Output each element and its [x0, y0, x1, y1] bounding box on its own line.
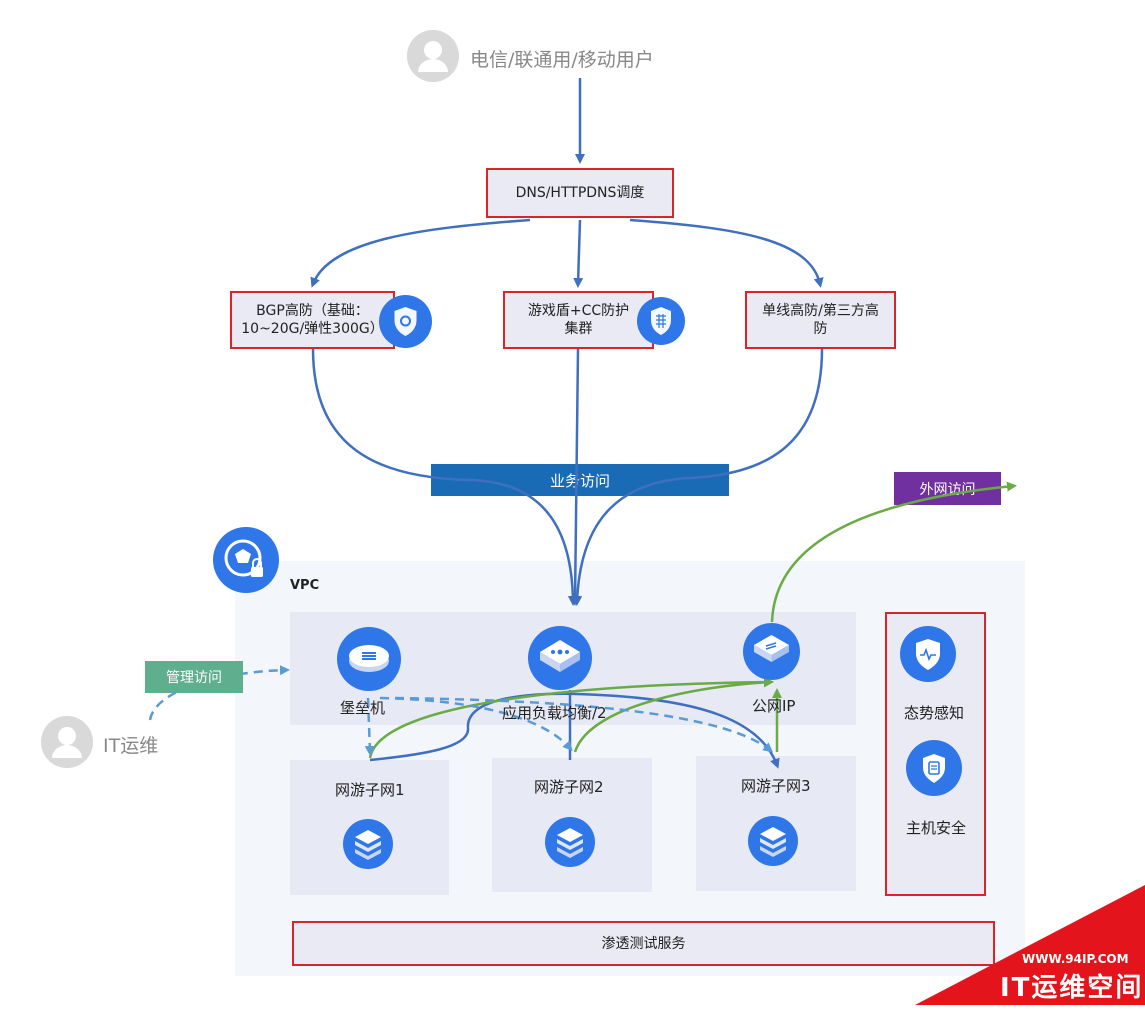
watermark-url: WWW.94IP.COM: [1022, 952, 1129, 966]
watermark-name: IT运维空间: [1000, 973, 1144, 1003]
top-user-label: 电信/联通用/移动用户: [470, 49, 654, 71]
vpc-icon: [213, 527, 279, 593]
it-ops-avatar-icon: [41, 716, 93, 768]
subnet-1-label: 网游子网1: [335, 781, 405, 799]
public-ip-icon: [743, 623, 800, 680]
subnet-2-label: 网游子网2: [534, 778, 604, 796]
firewall-shield-icon: [637, 297, 685, 345]
vpc-label: VPC: [290, 578, 320, 593]
game-shield-label: 游戏盾+CC防护集群: [527, 303, 630, 337]
bastion-icon: [337, 627, 401, 691]
load-balancer-icon: [528, 626, 592, 690]
single-line-box: 单线高防/第三方高防: [745, 291, 896, 349]
management-access-tag: 管理访问: [145, 661, 243, 693]
user-avatar-icon: [407, 30, 459, 82]
bgp-box: BGP高防（基础：10~20G/弹性300G）: [230, 291, 395, 349]
dns-box: DNS/HTTPDNS调度: [486, 168, 674, 218]
subnet-3-server-icon: [748, 816, 798, 866]
host-security-icon: [906, 740, 962, 796]
subnet-3-label: 网游子网3: [741, 777, 811, 795]
subnet-2-server-icon: [545, 817, 595, 867]
external-access-tag: 外网访问: [894, 472, 1001, 505]
load-balancer-label: 应用负载均衡/2: [502, 704, 607, 722]
subnet-1-server-icon: [343, 819, 393, 869]
situation-awareness-label: 态势感知: [904, 704, 965, 722]
shield-icon: [379, 295, 432, 348]
pentest-box: 渗透测试服务: [292, 921, 995, 966]
it-ops-label: IT运维: [103, 735, 159, 757]
pentest-label: 渗透测试服务: [601, 935, 686, 952]
host-security-label: 主机安全: [906, 819, 967, 837]
public-ip-label: 公网IP: [752, 697, 796, 715]
dns-label: DNS/HTTPDNS调度: [515, 185, 645, 201]
bastion-label: 堡垒机: [340, 699, 386, 717]
watermark-corner: [915, 885, 1145, 1005]
situation-awareness-icon: [900, 626, 956, 682]
single-line-label: 单线高防/第三方高防: [762, 303, 879, 337]
bgp-label: BGP高防（基础：10~20G/弹性300G）: [241, 303, 384, 337]
